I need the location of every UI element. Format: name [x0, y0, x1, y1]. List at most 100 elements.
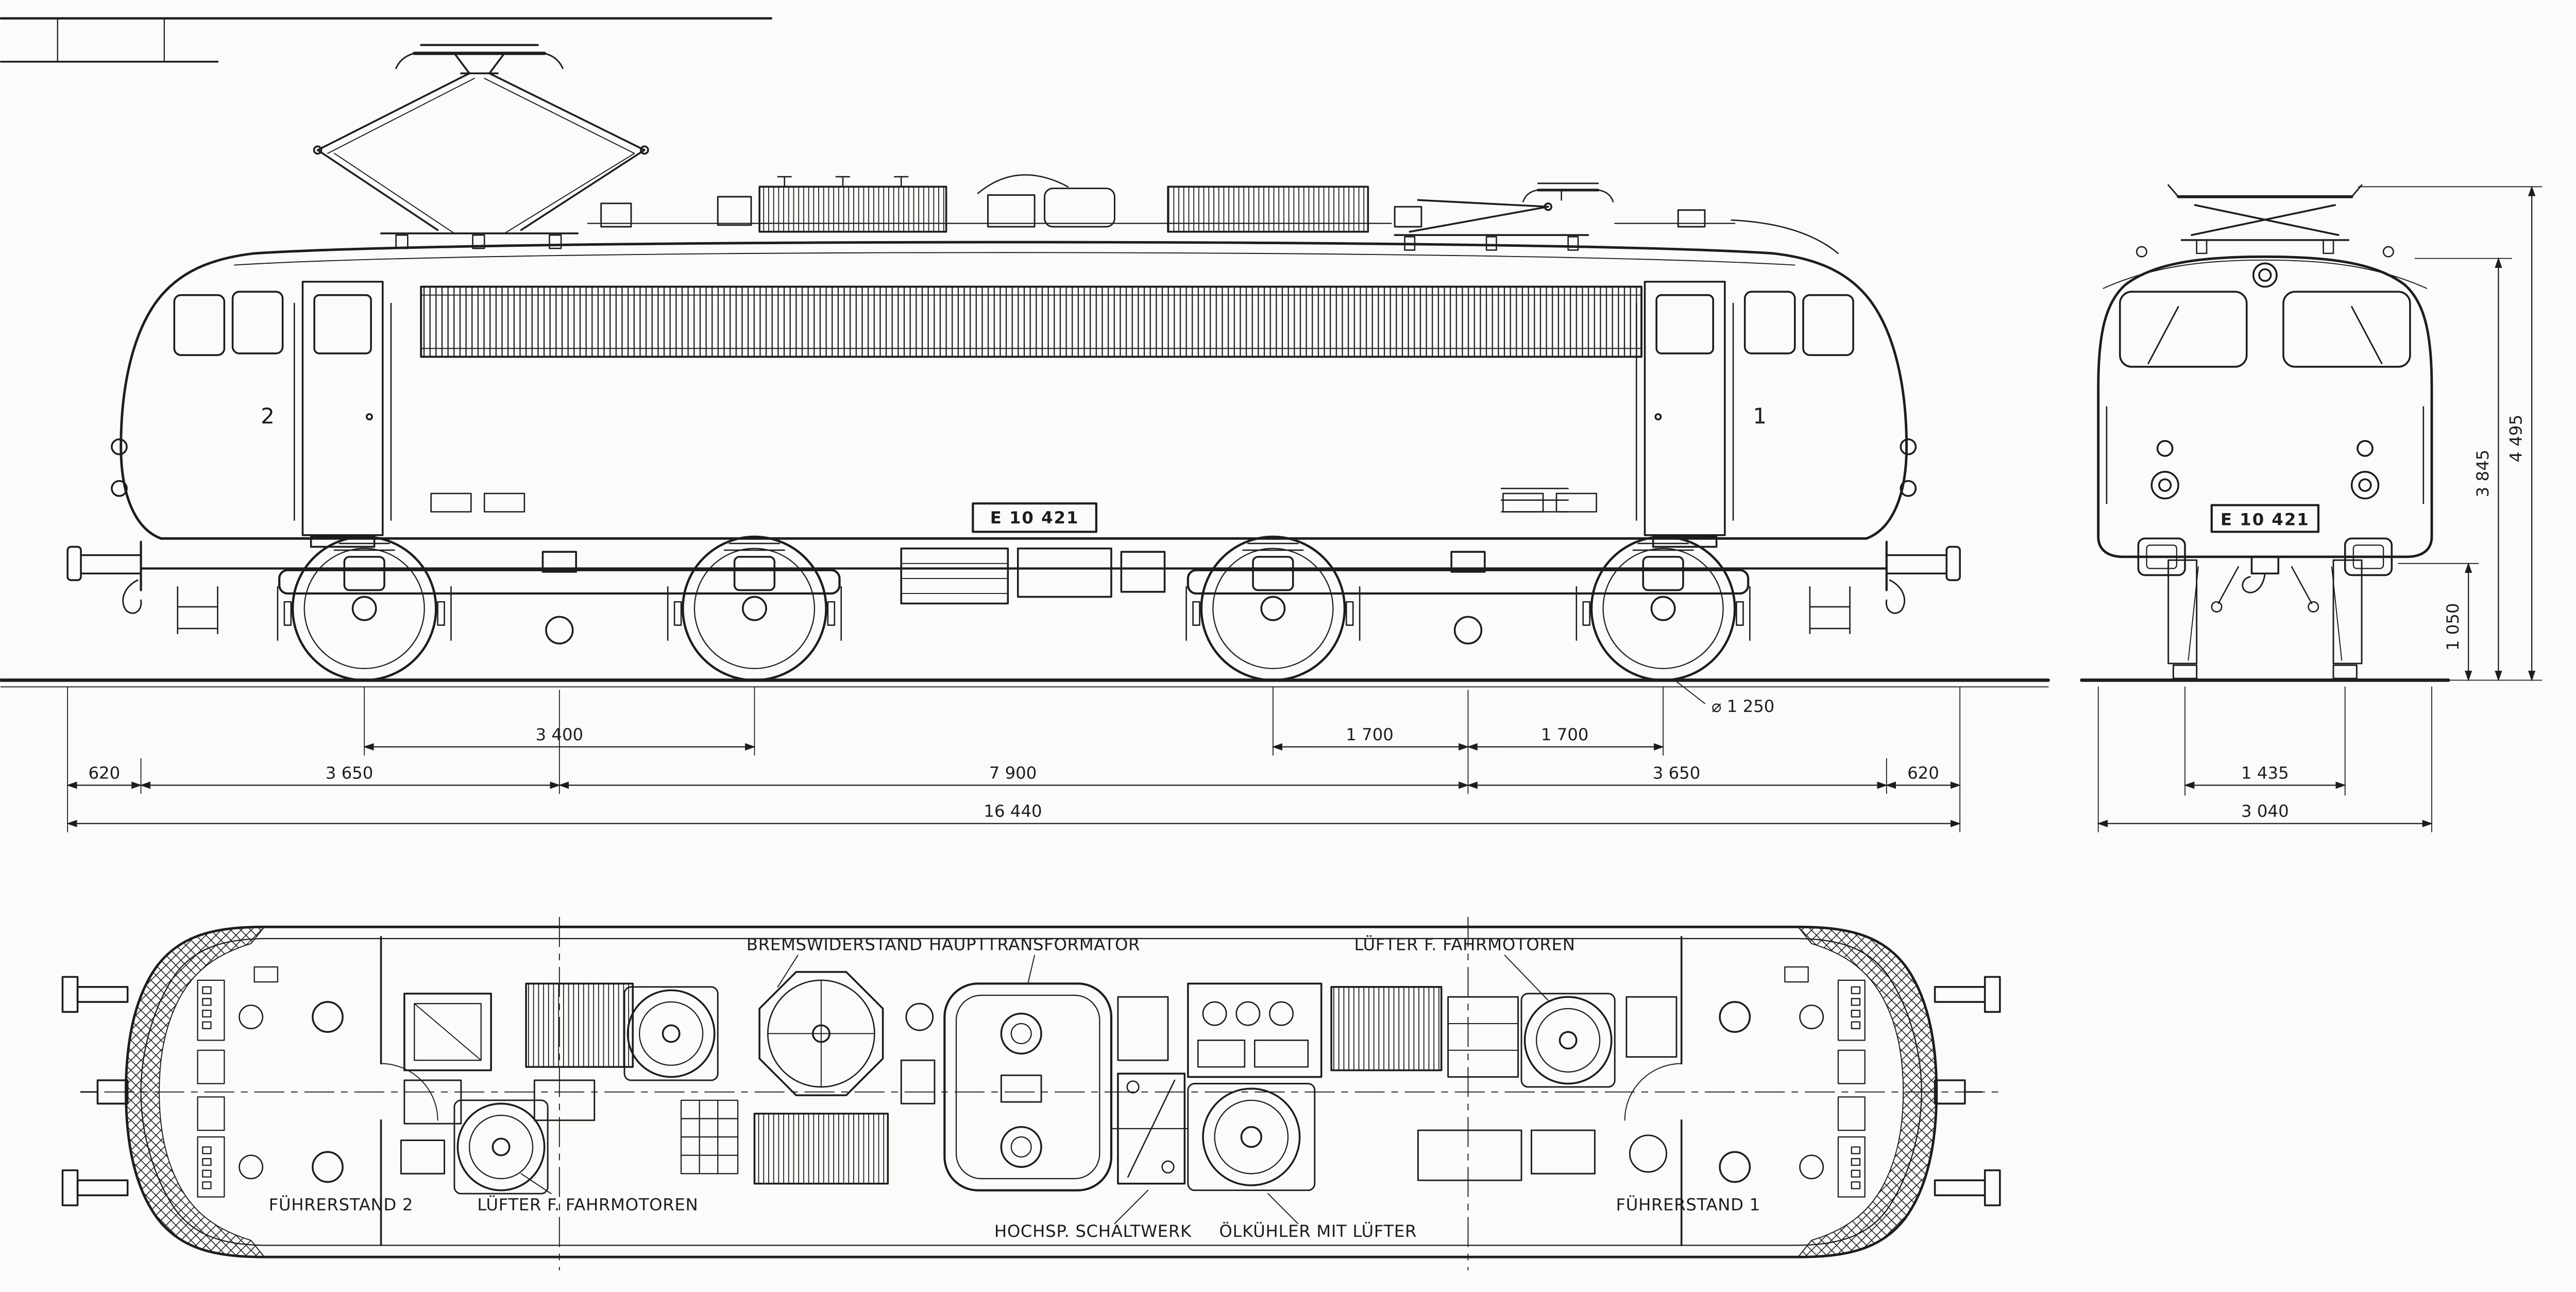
brake-rigging [277, 586, 842, 641]
anticlimber-hatch [125, 926, 265, 1258]
buffer-stem [76, 986, 129, 1003]
dim-buffer-centre-height: 1 050 [2443, 603, 2463, 651]
wheelset [291, 535, 437, 682]
dim-track-gauge: 1 435 [2241, 763, 2289, 783]
machine-room [400, 971, 1677, 1195]
roof-cable [977, 174, 1069, 194]
dim-half-wheelbase-a: 1 700 [1346, 725, 1394, 744]
switch-group-box [1187, 982, 1323, 1078]
hand-wheel [239, 1005, 264, 1029]
body-outline [120, 241, 1908, 540]
front-view: E 10 421 [2080, 184, 2543, 832]
grid-box [680, 1099, 739, 1175]
buffer-head [2137, 537, 2186, 576]
front-body-outline [2097, 255, 2433, 558]
label-main-transformer: HAUPTTRANSFORMATOR [929, 935, 1140, 955]
number-plate-front-text: E 10 421 [2221, 509, 2310, 529]
label-hv-switchgear: HOCHSP. SCHALTWERK [994, 1221, 1192, 1241]
louvre-box [1330, 986, 1443, 1072]
number-plate-side: E 10 421 [972, 502, 1097, 533]
rail-line [0, 678, 2050, 688]
dim-buffer-left: 620 [88, 763, 120, 783]
sand-pipe [2188, 566, 2199, 661]
louvre-box [525, 982, 634, 1068]
roof-gutter-line [233, 252, 1795, 266]
loco-end-right [1810, 439, 1960, 634]
brake-cylinder [545, 616, 574, 644]
door-window [313, 294, 372, 354]
control-panels [197, 966, 279, 1198]
dim-overhang-left: 3 650 [326, 763, 374, 783]
front-lamp-edge [111, 480, 128, 497]
cab-seat [312, 1001, 344, 1033]
rail-profile [2172, 664, 2198, 679]
front-half-right [2282, 246, 2425, 679]
pantograph-lowered [1394, 182, 1614, 251]
plan-end-left [61, 926, 265, 1258]
windscreen-pane [173, 294, 226, 356]
dim-overall-width: 3 040 [2241, 802, 2289, 821]
top-view: BREMSWIDERSTAND HAUPTTRANSFORMATOR LÜFTE… [61, 916, 2001, 1270]
dim-bogie-wheelbase: 3 400 [535, 725, 583, 744]
side-view: E 10 421 2 1 [0, 17, 2050, 832]
traction-fan-top-left [623, 986, 719, 1081]
dim-bogie-pivot-distance: 7 900 [989, 763, 1037, 783]
hv-switchgear-unit [1117, 996, 1186, 1185]
cab-door [301, 281, 384, 536]
windscreen-pane [231, 291, 284, 354]
dim-buffer-right: 620 [1907, 763, 1939, 783]
louvre-vent [430, 492, 472, 513]
dim-overhang-right: 3 650 [1653, 763, 1701, 783]
cab-side-left [173, 281, 526, 548]
roof-equipment [587, 174, 1839, 254]
louvre-vent [483, 492, 526, 513]
buffer-plate [61, 976, 79, 1013]
pantograph-raised [313, 44, 649, 249]
buffer-stem [76, 1179, 129, 1197]
front-lamp-edge [111, 438, 128, 455]
front-pantograph-lowered [2167, 184, 2363, 254]
cab-number-1: 1 [1753, 403, 1767, 429]
dim-length-over-buffers: 16 440 [984, 802, 1042, 821]
traction-fan-bottom-left [453, 1099, 549, 1195]
top-headlamp [2252, 262, 2278, 288]
door-handle [365, 413, 373, 420]
dimensions-side: 3 400 1 700 1 700 620 3 650 7 900 3 650 … [66, 679, 1961, 832]
oil-cooler-unit [1187, 1083, 1316, 1192]
screw-coupling [2242, 556, 2280, 593]
roof-vent-grille [1167, 185, 1369, 233]
buffer-plate [61, 1169, 79, 1206]
brake-resistor-unit [758, 971, 884, 1096]
roof-vent-grille [758, 185, 947, 233]
label-brake-resistor: BREMSWIDERSTAND [747, 935, 923, 955]
label-oil-cooler: ÖLKÜHLER MIT LÜFTER [1219, 1221, 1417, 1241]
plan-labels: BREMSWIDERSTAND HAUPTTRANSFORMATOR LÜFTE… [269, 935, 1760, 1242]
louvre-slats [1500, 487, 1569, 513]
catenary-wires [0, 17, 773, 63]
loco-end-left [66, 438, 218, 635]
number-plate-front: E 10 421 [2210, 504, 2320, 533]
wheelset [682, 535, 827, 682]
front-half-left [2106, 246, 2248, 679]
wheel-diameter-leader [1674, 679, 1706, 704]
underframe-equipment [900, 547, 1166, 605]
traction-fan-top-right [1520, 993, 1616, 1088]
wheel-face [2167, 559, 2198, 665]
bogie-pivot [541, 551, 577, 573]
hand-wheel [239, 1154, 264, 1180]
door-step [310, 536, 376, 548]
roof-insulator [2136, 246, 2147, 258]
windscreen [2119, 291, 2248, 368]
label-cab-1: FÜHRERSTAND 1 [1616, 1195, 1760, 1214]
wiper [2147, 305, 2179, 364]
label-cab-2: FÜHRERSTAND 2 [269, 1195, 413, 1214]
bogie [277, 535, 842, 682]
label-traction-fans-bottom: LÜFTER F. FAHRMOTOREN [477, 1195, 698, 1214]
roof-insulators [777, 176, 909, 188]
cab-plan [197, 936, 438, 1247]
roof-grille-band [420, 285, 1643, 358]
buffer-plate [66, 546, 82, 581]
headlamp [2150, 471, 2179, 500]
